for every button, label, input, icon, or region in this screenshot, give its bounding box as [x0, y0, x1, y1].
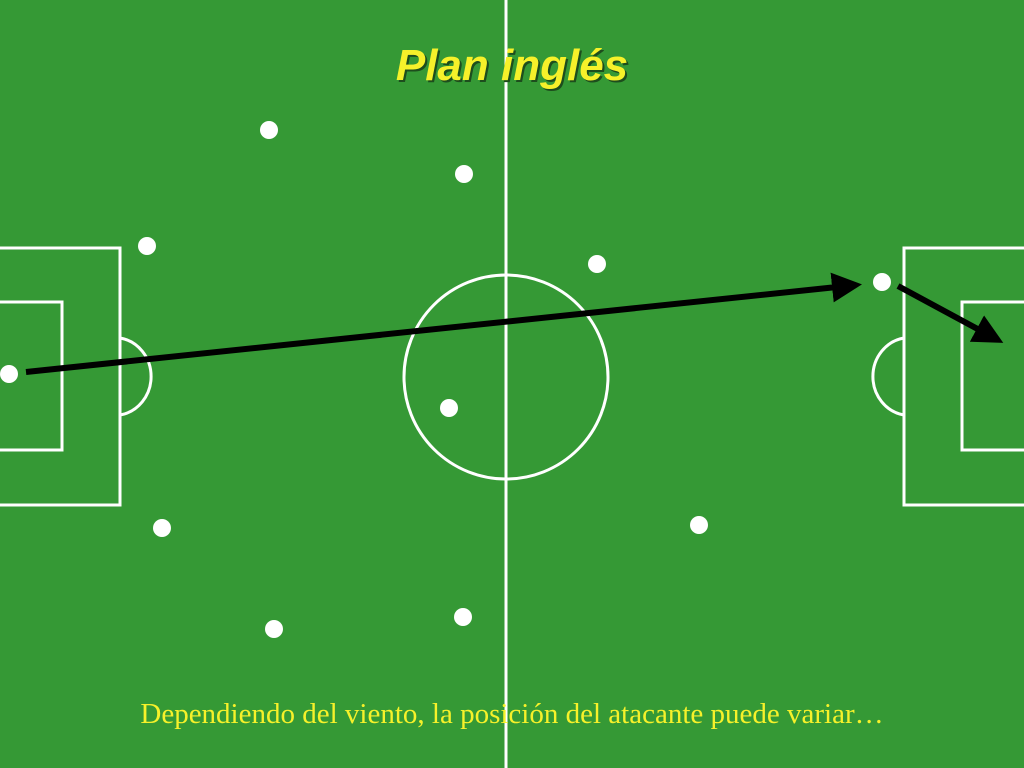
player-dot	[260, 121, 278, 139]
left-goal-area	[0, 300, 64, 452]
player-dot	[153, 519, 171, 537]
player-dot	[873, 273, 891, 291]
player-dot	[0, 365, 18, 383]
slide-caption: Dependiendo del viento, la posición del …	[140, 698, 884, 730]
left-penalty-arc	[119, 336, 153, 417]
long-pass-arrow	[25, 272, 862, 375]
player-dot	[588, 255, 606, 273]
right-penalty-area	[902, 246, 1024, 507]
center-circle	[402, 273, 610, 481]
player-dot	[440, 399, 458, 417]
right-goal-area	[960, 300, 1024, 452]
right-penalty-arc	[871, 336, 905, 417]
player-dot	[690, 516, 708, 534]
forward-run-arrow	[896, 283, 1004, 343]
left-penalty-area	[0, 246, 122, 507]
player-dot	[454, 608, 472, 626]
slide-title: Plan inglés	[395, 41, 629, 90]
player-dot	[138, 237, 156, 255]
player-dot	[265, 620, 283, 638]
player-dot	[455, 165, 473, 183]
